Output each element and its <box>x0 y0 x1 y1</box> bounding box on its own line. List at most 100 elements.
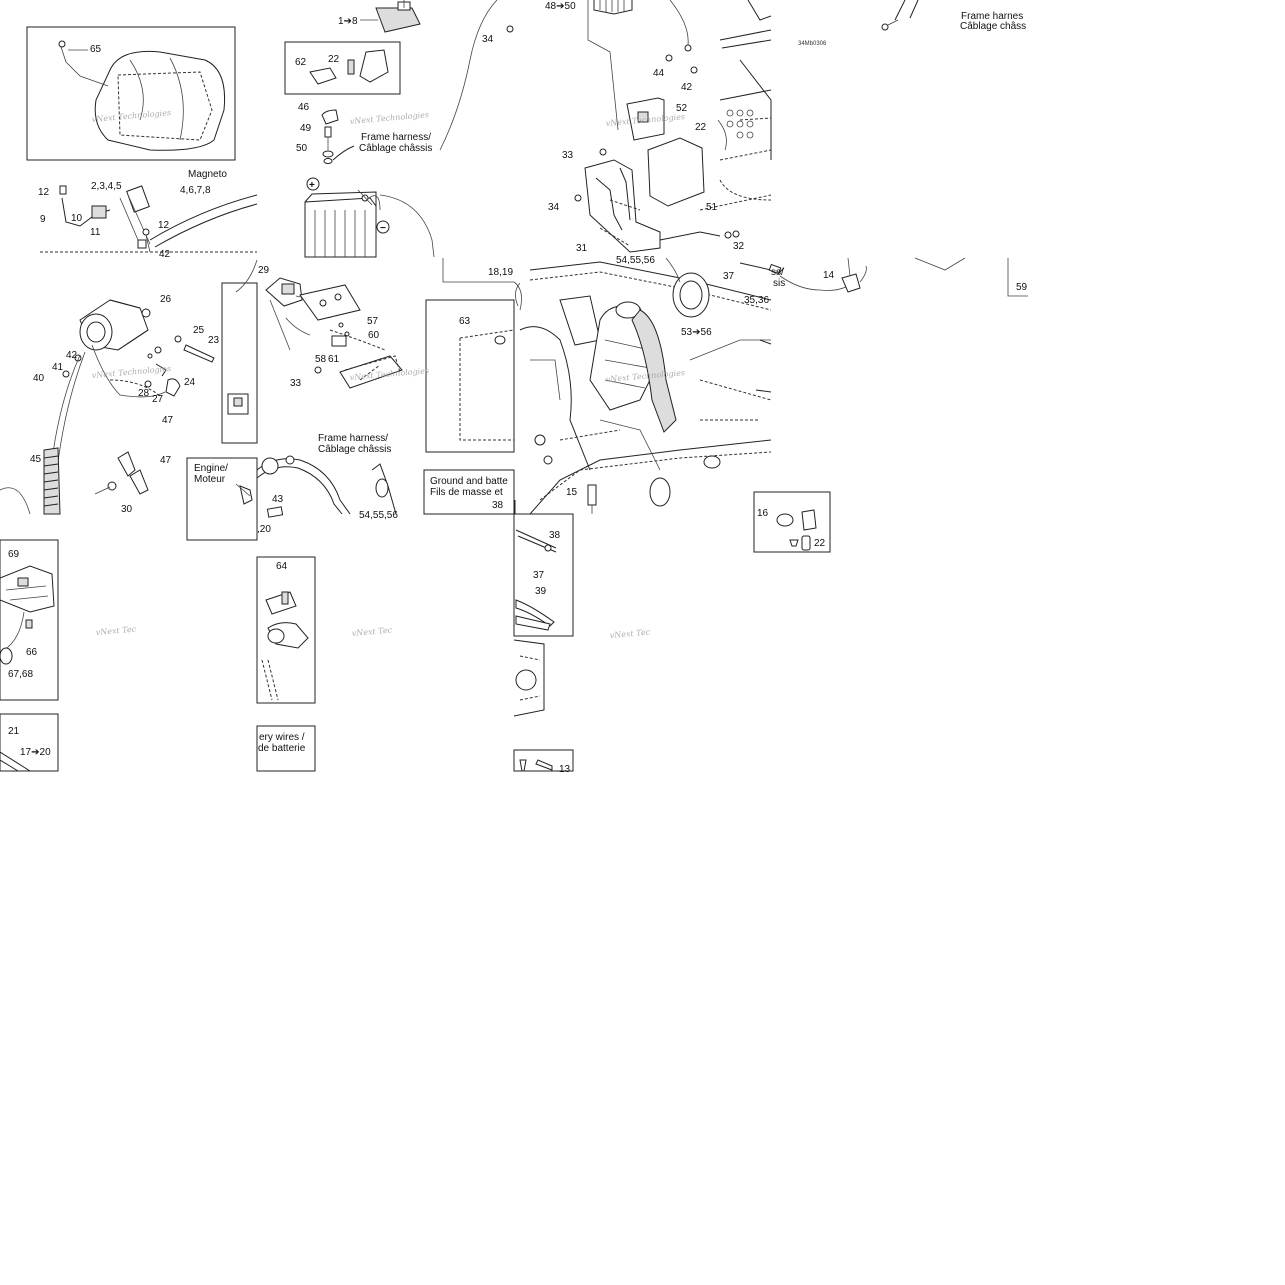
callout-30: 30 <box>121 504 133 515</box>
watermark: vNext Technologies <box>91 108 171 124</box>
callout-40: 40 <box>33 373 45 384</box>
callout-63: 63 <box>459 316 471 327</box>
callout-49: 49 <box>300 123 312 134</box>
callout-22: 22 <box>328 54 340 65</box>
callout-26: 26 <box>160 294 172 305</box>
watermark: vNext Technologies <box>349 110 429 126</box>
callout-45: 45 <box>30 454 42 465</box>
callout-18-19: 18,19 <box>488 267 513 278</box>
callout-42-c: 42 <box>66 350 78 361</box>
callout-1-8: 1➔8 <box>338 16 358 27</box>
callout-14: 14 <box>823 270 835 281</box>
callout-44: 44 <box>653 68 665 79</box>
label-positive: + <box>309 180 315 191</box>
callout-29: 29 <box>258 265 270 276</box>
callout-60: 60 <box>368 330 380 341</box>
callout-22-b: 22 <box>695 122 707 133</box>
callout-61: 61 <box>328 354 340 365</box>
battery-tray <box>584 159 661 253</box>
callout-59: 59 <box>1016 282 1028 293</box>
label-fragment-sis: sis <box>773 278 785 289</box>
tile-bottom-center <box>256 556 316 772</box>
tile-middle-left <box>0 259 258 515</box>
callout-24: 24 <box>184 377 196 388</box>
callout-28: 28 <box>138 388 150 399</box>
callout-20: ,20 <box>257 524 271 535</box>
main-frame <box>529 261 772 515</box>
callout-15: 15 <box>566 487 578 498</box>
inset-box-rings <box>753 491 831 553</box>
frame-right-top <box>719 29 772 160</box>
label-frame-harness-2a: Frame harnes <box>961 11 1023 22</box>
inset-box-engine <box>186 457 258 541</box>
callout-50: 50 <box>296 143 308 154</box>
tile-middle-center <box>186 277 403 541</box>
callout-57: 57 <box>367 316 379 327</box>
watermark: vNext Tec <box>609 627 651 640</box>
callout-38-b: 38 <box>549 530 561 541</box>
tile-middle-far-right <box>739 257 1028 553</box>
label-battery-wires-b: de batterie <box>258 743 306 754</box>
callout-25: 25 <box>193 325 205 336</box>
callout-10: 10 <box>71 213 83 224</box>
label-fragment-ss: ss/ <box>771 267 784 278</box>
tile-top-center <box>284 0 514 258</box>
callout-32: 32 <box>733 241 745 252</box>
callout-47: 47 <box>162 415 174 426</box>
label-frame-harness-1a: Frame harness/ <box>361 132 431 143</box>
label-frame-harness-1b: Câblage châssis <box>359 143 432 154</box>
tile-far-right <box>881 0 919 31</box>
airbox-part <box>94 50 226 151</box>
inset-box-ground <box>423 469 515 515</box>
callout-38: 38 <box>492 500 504 511</box>
inset-box-airbox <box>26 26 236 161</box>
label-ground-a: Ground and batte <box>430 476 508 487</box>
watermark: vNext Tec <box>351 625 393 638</box>
callout-42-b: 42 <box>159 249 171 260</box>
inset-box-bolts <box>513 749 574 772</box>
tile-top-left <box>26 26 258 253</box>
callout-12: 12 <box>38 187 50 198</box>
callout-12-b: 12 <box>158 220 170 231</box>
inset-box-bottom-left <box>0 713 59 772</box>
label-frame-harness-2b: Câblage châss <box>960 21 1026 32</box>
description-labels: Magneto Frame harness/ Câblage châssis F… <box>188 11 1026 754</box>
callout-54-56-b: 54,55,56 <box>359 510 398 521</box>
inset-box-battery-wires <box>256 725 316 772</box>
callout-4-6-7-8: 4,6,7,8 <box>180 185 211 196</box>
callout-69: 69 <box>8 549 20 560</box>
inset-box-bracket <box>284 41 401 95</box>
callout-34-b: 34 <box>548 202 560 213</box>
callout-62: 62 <box>295 57 307 68</box>
inset-box-switch <box>0 539 59 701</box>
callout-42: 42 <box>681 82 693 93</box>
label-engine-a: Engine/ <box>194 463 228 474</box>
callout-9: 9 <box>40 214 46 225</box>
callout-53-56: 53➔56 <box>681 327 712 338</box>
label-frame-harness-3a: Frame harness/ <box>318 433 388 444</box>
frame-tube <box>149 194 258 241</box>
callout-67-68: 67,68 <box>8 669 33 680</box>
callout-51: 51 <box>706 202 718 213</box>
tile-bottom-right <box>513 513 574 772</box>
callout-65: 65 <box>90 44 102 55</box>
callout-41: 41 <box>52 362 64 373</box>
label-battery-wires-a: ery wires / <box>259 732 305 743</box>
callout-22-c: 22 <box>814 538 826 549</box>
tile-middle-right <box>423 257 772 515</box>
callout-34: 34 <box>482 34 494 45</box>
callout-46: 46 <box>298 102 310 113</box>
callout-13: 13 <box>559 764 571 775</box>
tile-top-right <box>574 0 772 253</box>
callout-21: 21 <box>8 726 20 737</box>
battery-cover <box>647 137 705 207</box>
callout-17-20: 17➔20 <box>20 747 51 758</box>
callout-2-3-4-5: 2,3,4,5 <box>91 181 122 192</box>
tile-bottom-left <box>0 539 59 772</box>
callout-27: 27 <box>152 394 164 405</box>
callout-43: 43 <box>272 494 284 505</box>
relay-bracket <box>299 284 361 321</box>
callout-48-50: 48➔50 <box>545 1 576 12</box>
